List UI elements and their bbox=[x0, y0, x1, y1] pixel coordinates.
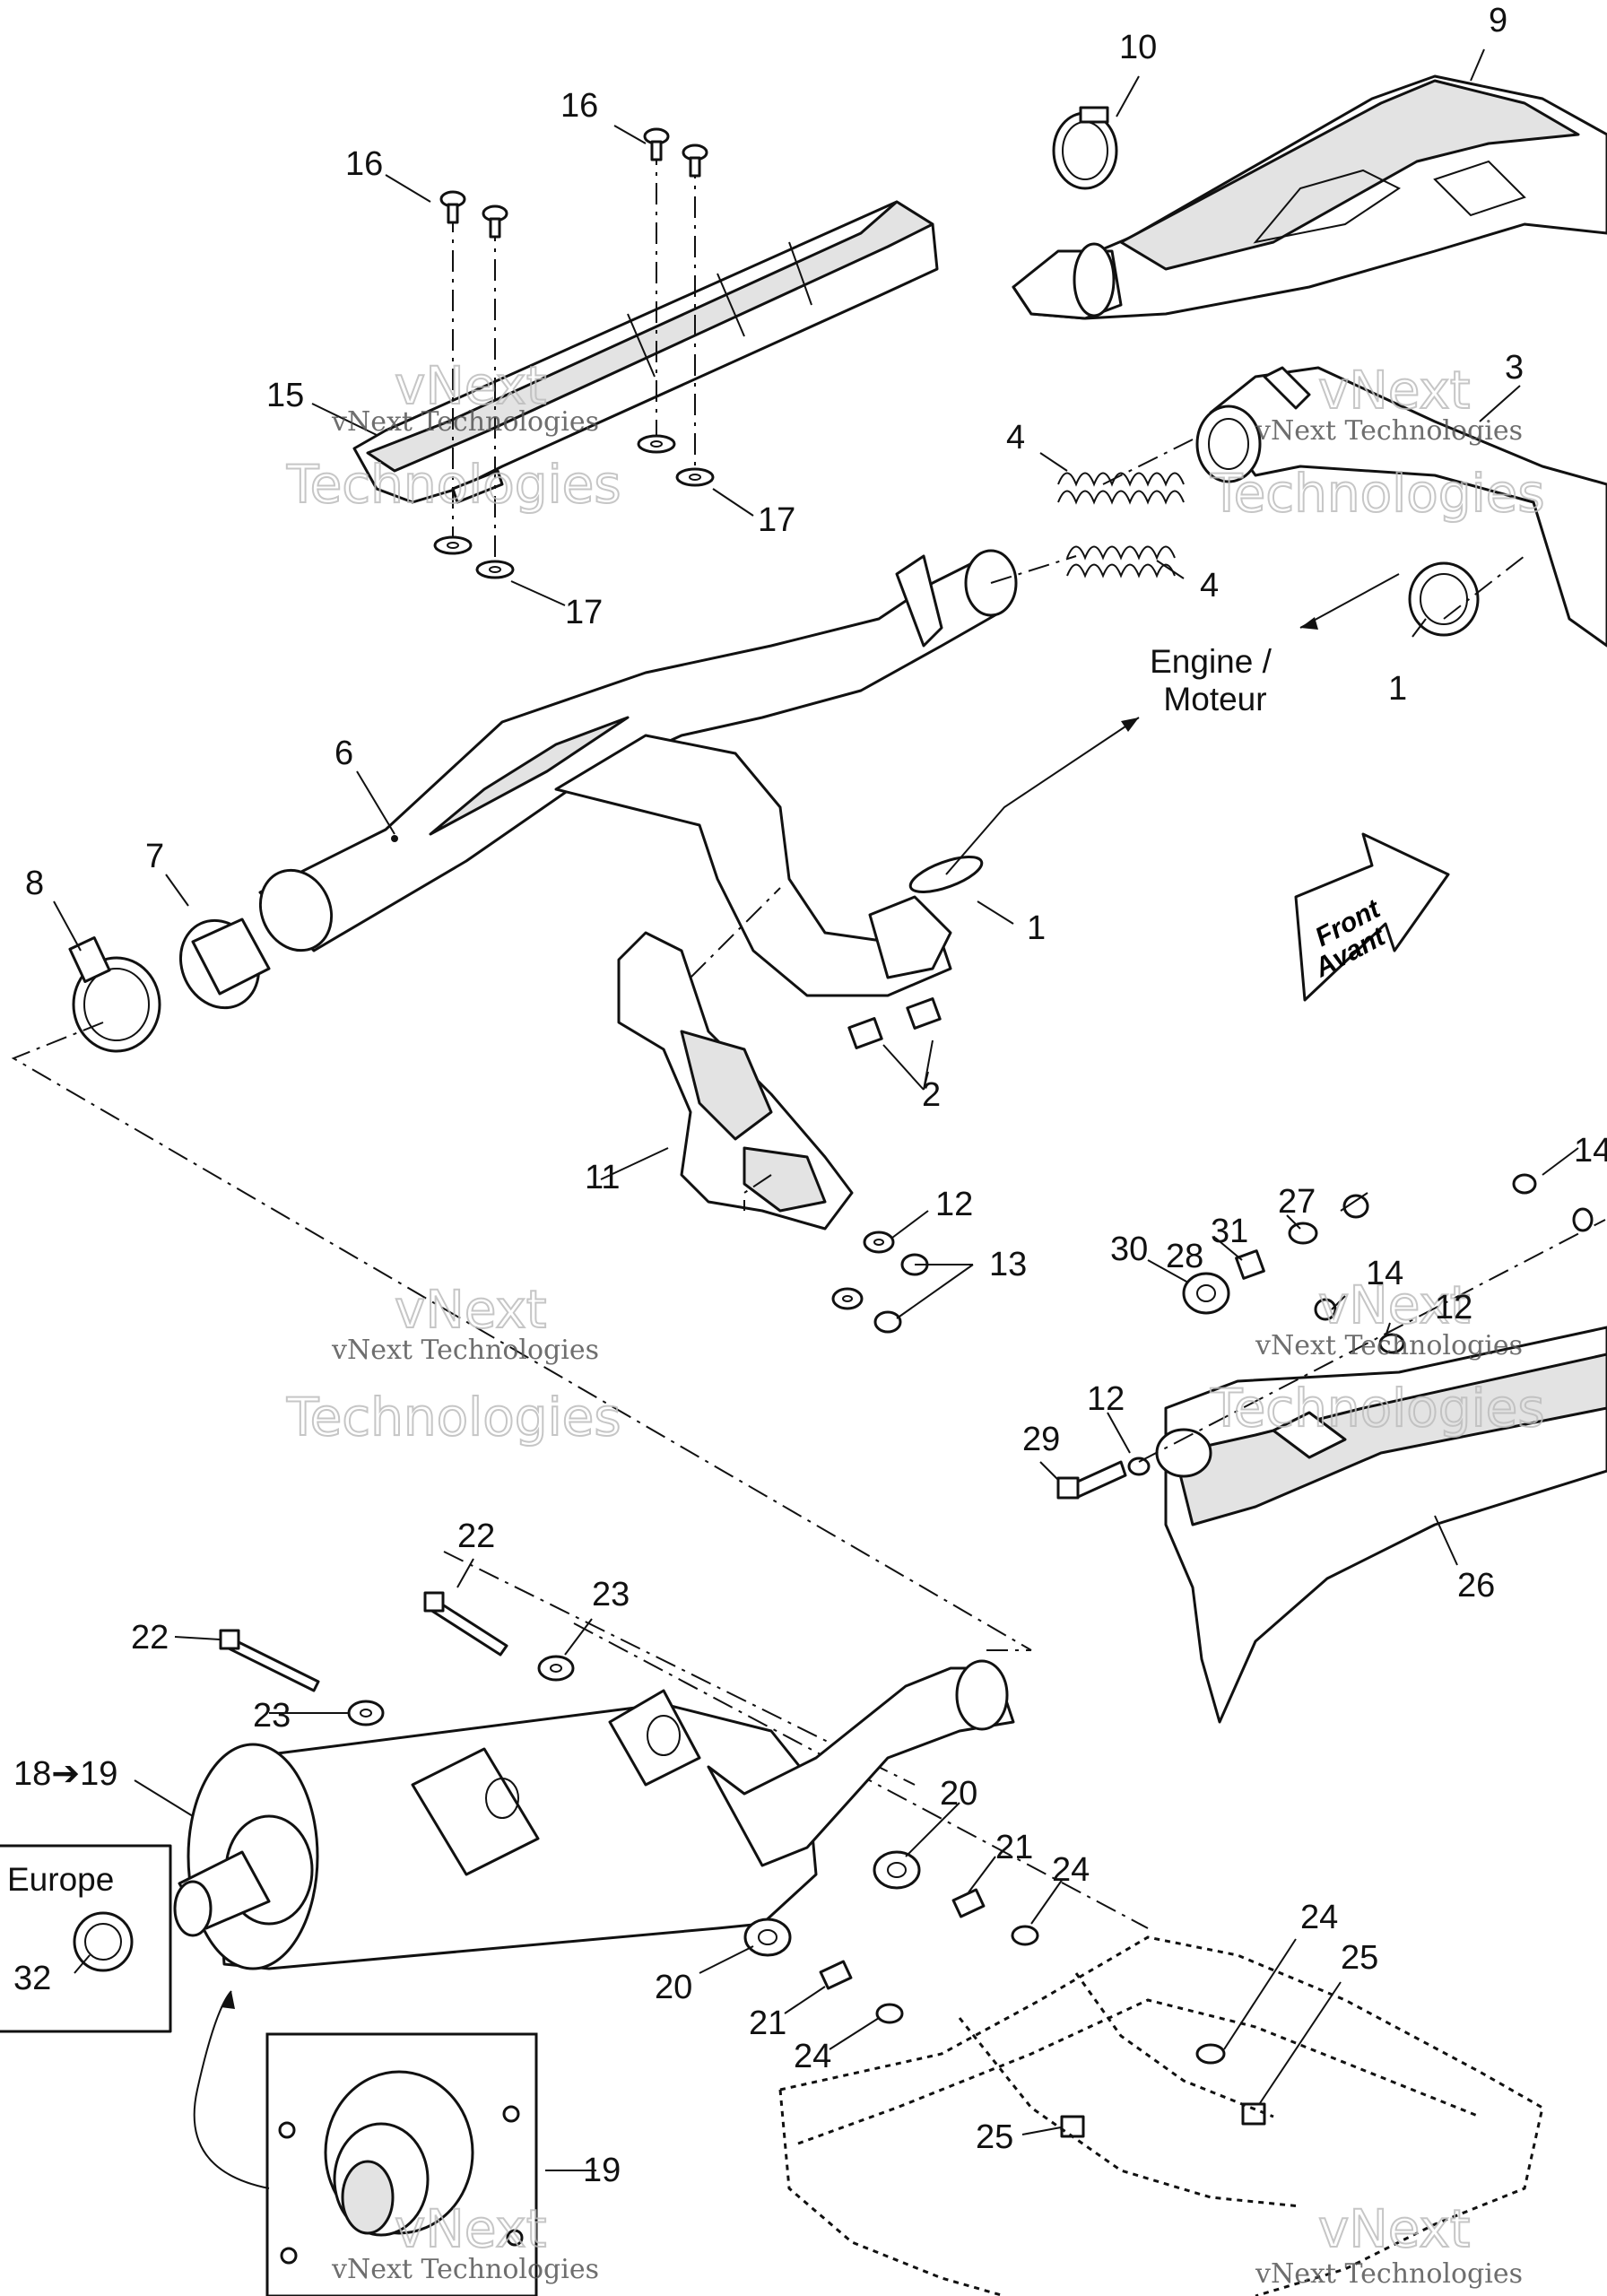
svg-text:vNext: vNext bbox=[395, 1279, 546, 1340]
callout-25: 25 bbox=[1341, 1939, 1378, 1977]
svg-text:Technologies: Technologies bbox=[1210, 463, 1545, 524]
callout-31: 31 bbox=[1211, 1213, 1248, 1250]
engine-label: Engine / bbox=[1150, 643, 1272, 680]
svg-text:Technologies: Technologies bbox=[1210, 1378, 1545, 1439]
callout-9: 9 bbox=[1489, 2, 1507, 39]
hardware-27-31 bbox=[1056, 1173, 1594, 1500]
svg-text:vNext: vNext bbox=[1318, 2198, 1470, 2259]
engine-direction-arrow bbox=[945, 573, 1400, 875]
bolts-22 bbox=[219, 1591, 508, 1692]
leader-lines bbox=[53, 48, 1579, 2171]
callout-24: 24 bbox=[794, 2038, 831, 2075]
callout-20: 20 bbox=[940, 1775, 977, 1813]
svg-text:vNext Technologies: vNext Technologies bbox=[1255, 1330, 1523, 1361]
svg-text:vNext Technologies: vNext Technologies bbox=[331, 406, 599, 438]
gasket-1-upper bbox=[1408, 561, 1480, 637]
callout-17: 17 bbox=[758, 501, 795, 539]
callout-1: 1 bbox=[1027, 909, 1046, 947]
frame-dotted bbox=[778, 1935, 1544, 2296]
callout-14: 14 bbox=[1366, 1255, 1403, 1292]
muffler-18 bbox=[173, 1689, 818, 1970]
callout-16: 16 bbox=[560, 87, 598, 125]
ring-7 bbox=[178, 868, 334, 1010]
callout-26: 26 bbox=[1457, 1567, 1495, 1605]
svg-text:Technologies: Technologies bbox=[286, 1387, 621, 1448]
heat-shield-11 bbox=[617, 931, 854, 1231]
callout-21: 21 bbox=[995, 1829, 1033, 1866]
heat-shield-26 bbox=[1155, 1326, 1607, 1724]
watermark: vNext vNext Technologies Technologies vN… bbox=[285, 354, 1546, 2290]
europe-inset bbox=[0, 1844, 172, 2033]
callout-24: 24 bbox=[1052, 1851, 1090, 1889]
callout-22: 22 bbox=[457, 1518, 495, 1555]
callout-27: 27 bbox=[1278, 1183, 1316, 1221]
muffler-inlet-pipe bbox=[707, 1659, 1015, 1867]
callout-32: 32 bbox=[13, 1960, 51, 1997]
callout-23: 23 bbox=[253, 1697, 291, 1735]
callout-3: 3 bbox=[1505, 349, 1524, 387]
svg-text:vNext: vNext bbox=[1318, 1274, 1470, 1335]
callout-4: 4 bbox=[1006, 419, 1025, 457]
callout-17: 17 bbox=[565, 594, 603, 631]
tail-pipe-upper bbox=[1012, 74, 1607, 320]
callout-2: 2 bbox=[922, 1076, 941, 1114]
callout-12: 12 bbox=[1087, 1380, 1125, 1418]
svg-text:Technologies: Technologies bbox=[286, 454, 621, 515]
callout-19: 19 bbox=[583, 2152, 621, 2189]
springs-4 bbox=[1057, 472, 1185, 578]
exhaust-tube-3 bbox=[1195, 366, 1607, 648]
callout-16: 16 bbox=[345, 145, 383, 183]
callout-12: 12 bbox=[1435, 1289, 1472, 1326]
europe-label: Europe bbox=[7, 1861, 114, 1898]
svg-text:vNext Technologies: vNext Technologies bbox=[1255, 2258, 1523, 2290]
clamp-8 bbox=[68, 936, 161, 1053]
clamp-10 bbox=[1052, 106, 1118, 190]
callout-30: 30 bbox=[1110, 1231, 1148, 1268]
callout-25: 25 bbox=[976, 2118, 1013, 2156]
callout-29: 29 bbox=[1022, 1421, 1060, 1458]
callout-28: 28 bbox=[1166, 1238, 1203, 1275]
heat-shield-upper bbox=[352, 200, 939, 504]
callout-22: 22 bbox=[131, 1619, 169, 1657]
grommets-20 bbox=[743, 1850, 921, 1957]
callout-24: 24 bbox=[1300, 1899, 1338, 1936]
callout-21: 21 bbox=[749, 2005, 786, 2042]
callout-18-19: 18➔19 bbox=[13, 1755, 117, 1793]
callout-1: 1 bbox=[1388, 670, 1407, 708]
callout-6: 6 bbox=[334, 735, 353, 772]
svg-text:vNext Technologies: vNext Technologies bbox=[1255, 415, 1523, 447]
header-pipe-6 bbox=[258, 549, 1018, 997]
callout-7: 7 bbox=[145, 838, 164, 875]
washers-24 bbox=[875, 1925, 1226, 2065]
callout-20: 20 bbox=[655, 1969, 692, 2006]
svg-text:vNext Technologies: vNext Technologies bbox=[331, 1335, 599, 1366]
nuts-2 bbox=[847, 997, 942, 1049]
callout-14: 14 bbox=[1574, 1132, 1607, 1170]
callout-15: 15 bbox=[266, 377, 304, 414]
svg-text:vNext: vNext bbox=[1318, 360, 1470, 421]
callout-23: 23 bbox=[592, 1576, 630, 1613]
engine-label-fr: Moteur bbox=[1163, 681, 1266, 718]
callout-13: 13 bbox=[989, 1246, 1027, 1283]
spacers-21 bbox=[819, 1888, 986, 1990]
svg-text:vNext Technologies: vNext Technologies bbox=[331, 2254, 599, 2285]
callout-11: 11 bbox=[585, 1159, 620, 1196]
muffler-tip-inset bbox=[193, 1990, 538, 2296]
front-arrow-icon bbox=[1294, 832, 1450, 1002]
callouts: 10 9 16 16 15 17 17 4 4 3 1 1 2 6 7 8 11… bbox=[13, 2, 1607, 2189]
nuts-25 bbox=[1060, 2102, 1266, 2138]
shield-fasteners bbox=[433, 127, 715, 579]
washers-23 bbox=[347, 1655, 575, 1726]
washers-12-13 bbox=[831, 1231, 929, 1334]
callout-12: 12 bbox=[935, 1186, 973, 1223]
callout-10: 10 bbox=[1119, 29, 1157, 66]
callout-8: 8 bbox=[25, 865, 44, 902]
svg-text:vNext: vNext bbox=[395, 2198, 546, 2259]
svg-text:vNext: vNext bbox=[395, 355, 546, 416]
callout-4: 4 bbox=[1200, 567, 1219, 604]
